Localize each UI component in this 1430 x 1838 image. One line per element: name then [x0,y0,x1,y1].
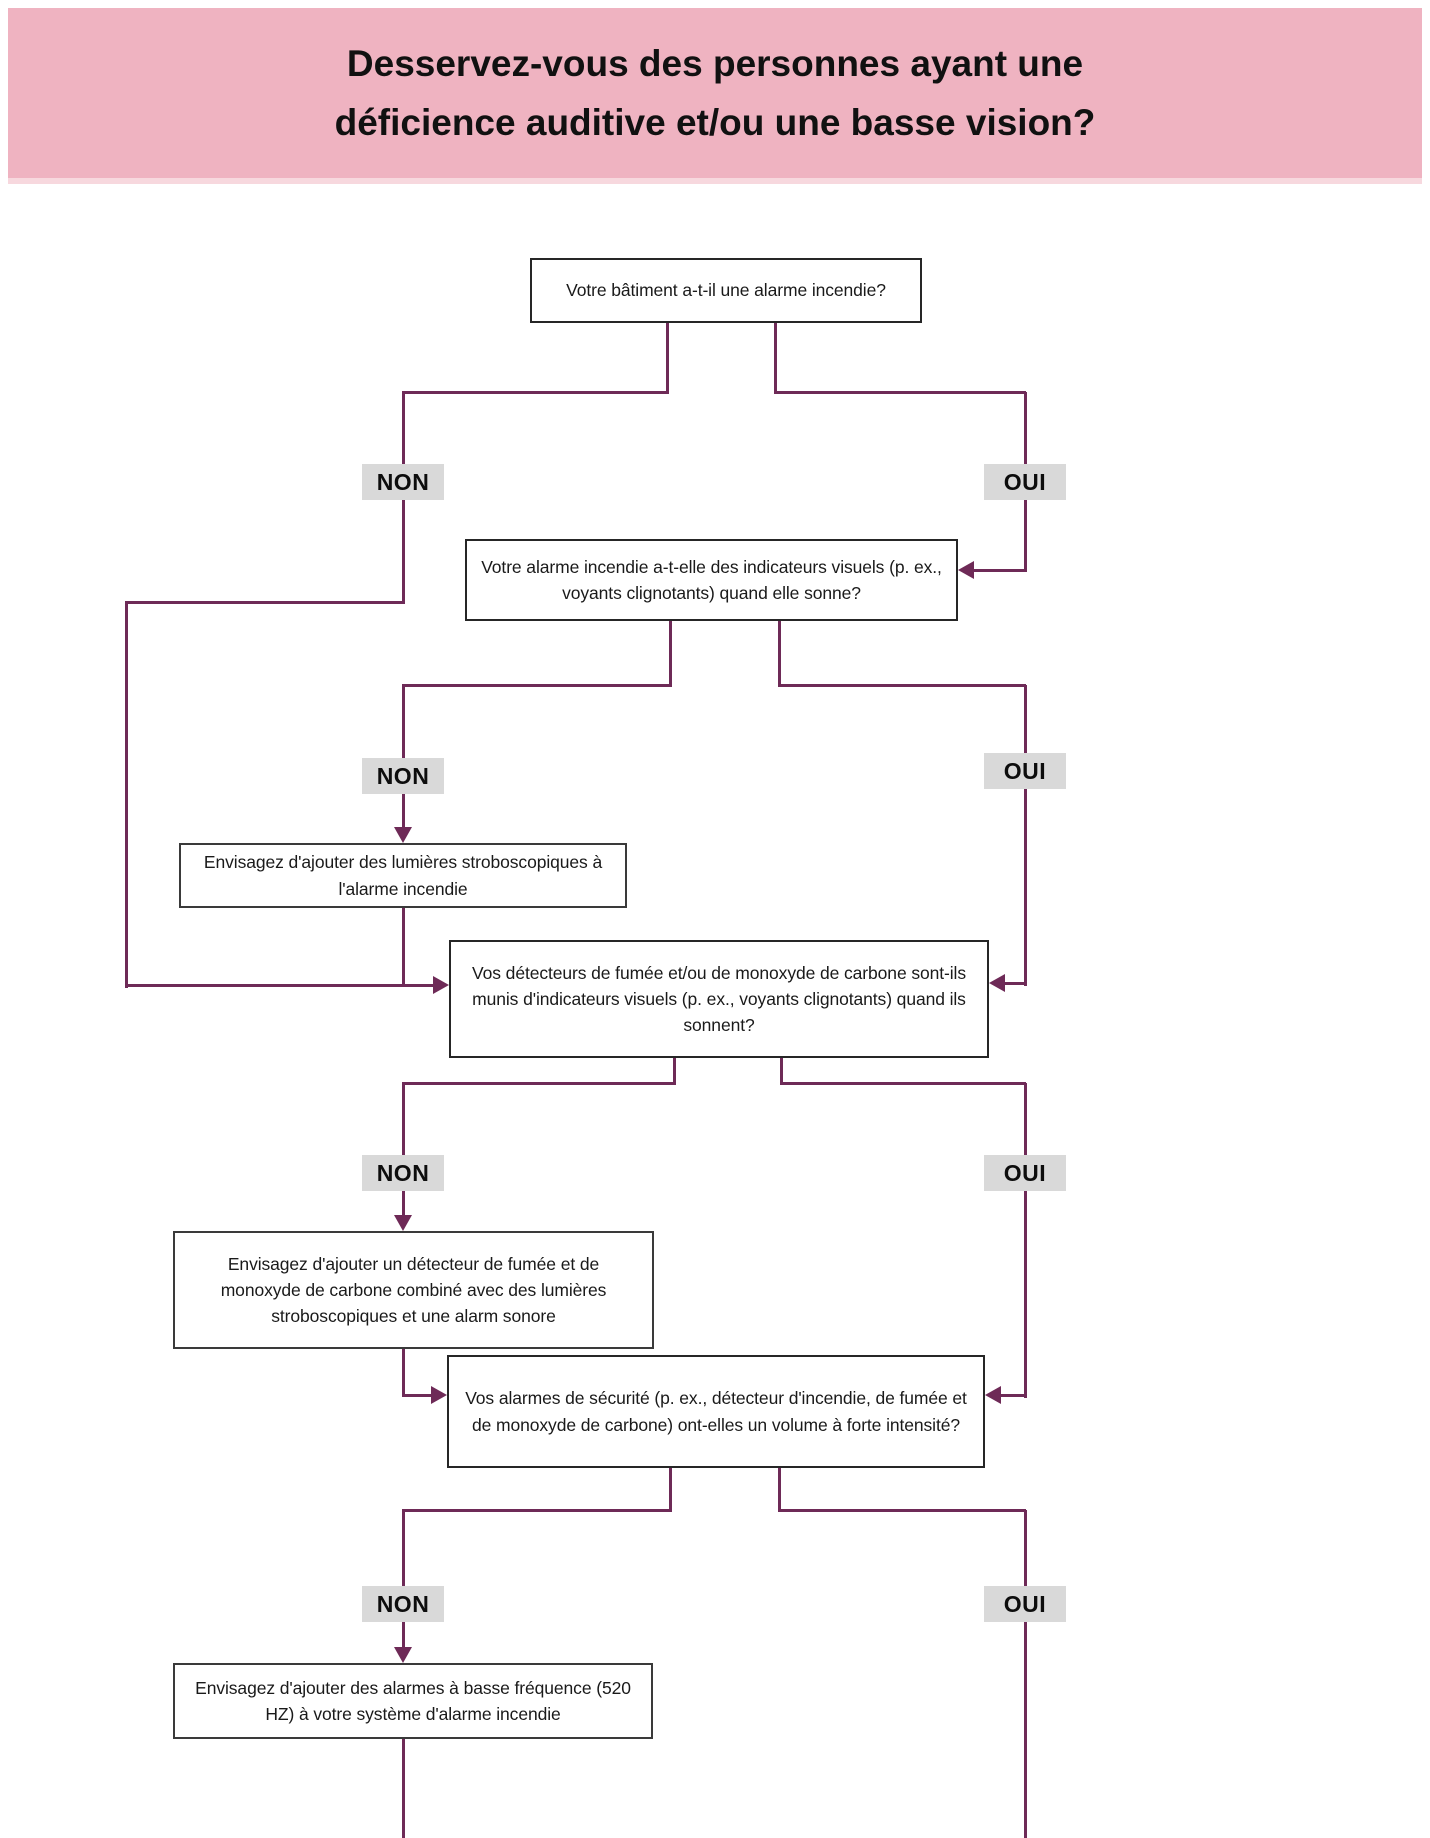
connector-line [402,1349,405,1397]
node-suggestion-combined-detector: Envisagez d'ajouter un détecteur de fumé… [173,1231,654,1349]
branch-label-oui-3: OUI [984,1155,1066,1191]
connector-line [778,1468,781,1512]
connector-line [125,602,128,988]
node-question-loud-volume: Vos alarmes de sécurité (p. ex., détecte… [447,1355,985,1468]
connector-line [666,323,669,394]
connector-line [998,1394,1026,1397]
arrow-left-icon [989,974,1005,992]
node-suggestion-low-frequency: Envisagez d'ajouter des alarmes à basse … [173,1663,653,1739]
arrow-down-icon [394,1647,412,1663]
page-title-line2: déficience auditive et/ou une basse visi… [334,102,1096,143]
branch-label-oui-4: OUI [984,1586,1066,1622]
branch-label-oui-2: OUI [984,753,1066,789]
arrow-right-icon [431,1386,447,1404]
connector-line [402,1510,405,1650]
branch-label-non-1: NON [362,464,444,500]
connector-line [125,601,404,604]
connector-line [774,391,1026,394]
connector-line [402,391,668,394]
connector-line [778,621,781,687]
connector-line [780,1082,1026,1085]
node-question-fire-alarm: Votre bâtiment a-t-il une alarme incendi… [530,258,922,323]
connector-line [402,908,405,987]
arrow-down-icon [394,827,412,843]
connector-line [669,621,672,687]
page-title: Desservez-vous des personnes ayant une d… [335,34,1096,152]
arrow-left-icon [958,561,974,579]
connector-line [774,323,777,394]
page-title-line1: Desservez-vous des personnes ayant une [346,42,1084,84]
connector-line [1024,1083,1027,1398]
connector-line [1002,982,1026,985]
connector-line [778,1509,1026,1512]
connector-line [1024,685,1027,986]
connector-line [402,1739,405,1838]
connector-line [125,984,435,987]
branch-label-oui-1: OUI [984,464,1066,500]
arrow-down-icon [394,1215,412,1231]
branch-label-non-2: NON [362,758,444,794]
connector-line [402,1082,675,1085]
arrow-right-icon [433,976,449,994]
node-question-visual-indicators: Votre alarme incendie a-t-elle des indic… [465,539,958,621]
connector-line [778,684,1026,687]
connector-line [669,1468,672,1512]
connector-line [780,1058,783,1085]
node-suggestion-strobe-lights: Envisagez d'ajouter des lumières strobos… [179,843,627,908]
connector-line [402,1509,671,1512]
connector-line [968,569,1026,572]
page-banner: Desservez-vous des personnes ayant une d… [8,8,1422,184]
connector-line [1024,1510,1027,1838]
connector-line [402,1394,433,1397]
connector-line [402,1083,405,1219]
connector-line [673,1058,676,1085]
branch-label-non-3: NON [362,1155,444,1191]
node-question-smoke-co-detectors: Vos détecteurs de fumée et/ou de monoxyd… [449,940,989,1058]
connector-line [402,684,671,687]
arrow-left-icon [985,1386,1001,1404]
branch-label-non-4: NON [362,1586,444,1622]
